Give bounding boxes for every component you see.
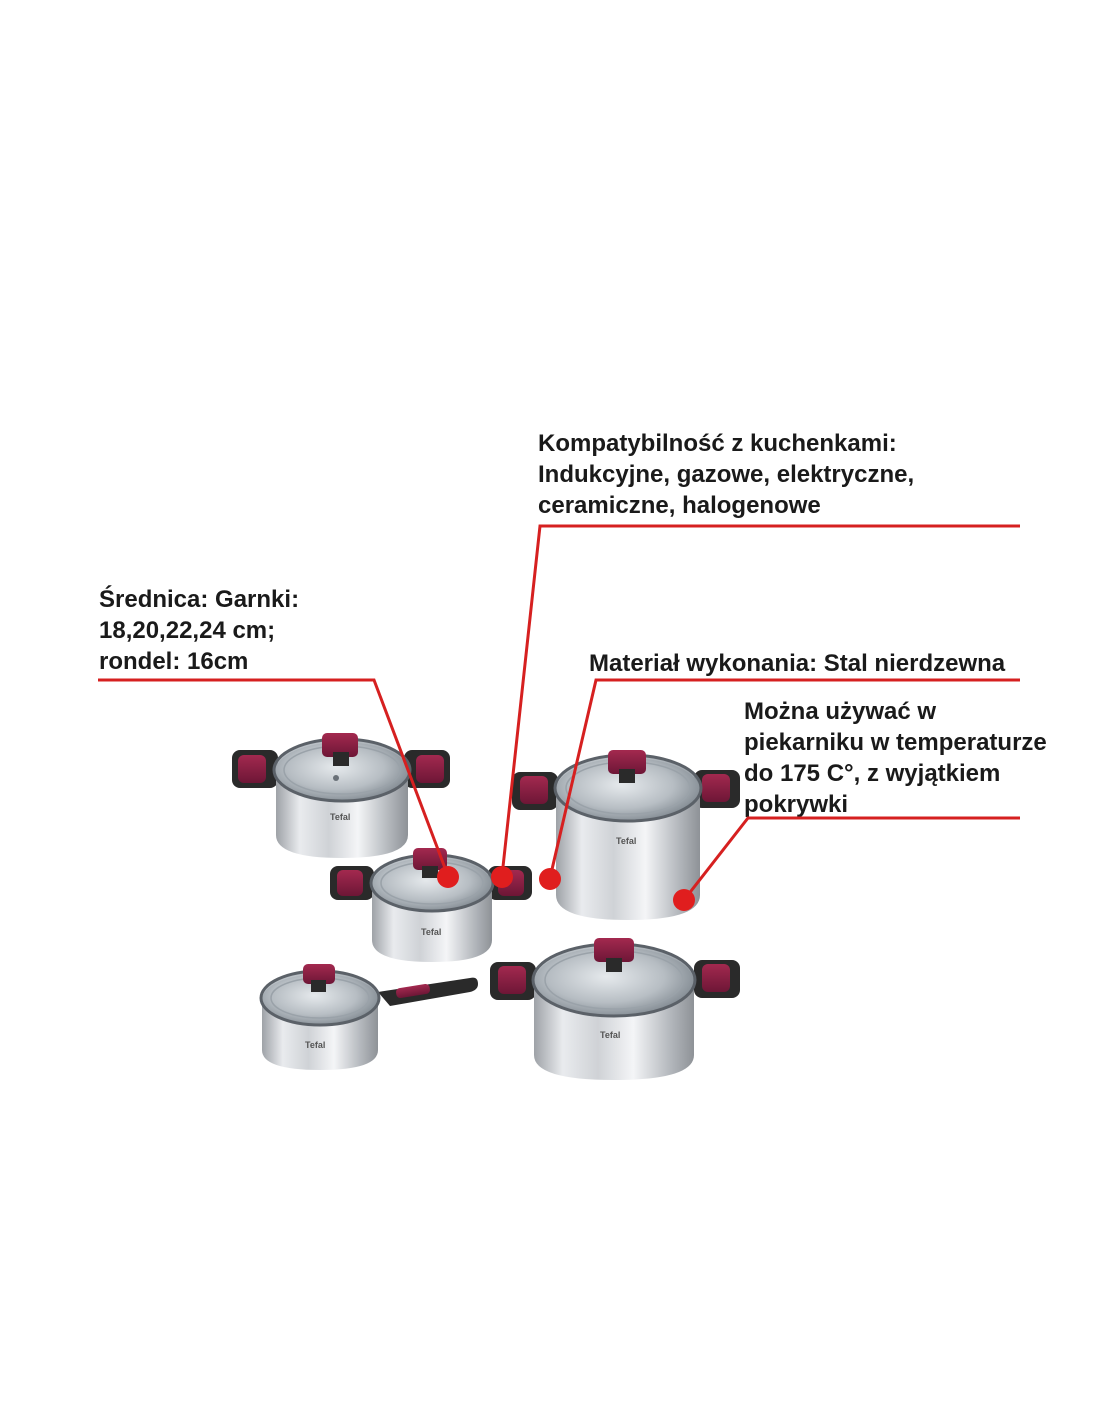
diameter-line-3: rondel: 16cm: [99, 648, 249, 675]
callout-lines: [98, 524, 1020, 901]
oven-line-4: pokrywki: [744, 791, 849, 818]
diameter-callout-line: [98, 678, 450, 877]
material-annotation: Materiał wykonania: Stal nierdzewna: [589, 648, 1005, 679]
pot-bottom-right: Tefal: [490, 938, 740, 1080]
compatibility-line-3: ceramiczne, halogenowe: [538, 492, 821, 519]
tefal-logo: Tefal: [600, 1030, 620, 1040]
oven-callout-dot: [673, 889, 695, 911]
oven-line-1: Można używać w: [744, 698, 937, 725]
callout-dots: [437, 866, 695, 911]
oven-annotation: Można używać w piekarniku w temperaturze…: [744, 696, 1047, 820]
compatibility-callout-line: [500, 524, 1020, 877]
tefal-logo: Tefal: [616, 836, 636, 846]
diameter-annotation: Średnica: Garnki: 18,20,22,24 cm; rondel…: [99, 584, 299, 677]
material-callout-dot: [539, 868, 561, 890]
compatibility-line-2: Indukcyjne, gazowe, elektryczne,: [538, 461, 915, 488]
oven-line-3: do 175 C°, z wyjątkiem: [744, 760, 1001, 787]
compatibility-line-1: Kompatybilność z kuchenkami:: [538, 430, 897, 457]
pot-top-left: Tefal: [232, 733, 450, 858]
diameter-line-1: Średnica: Garnki:: [99, 586, 300, 613]
diameter-callout-dot: [437, 866, 459, 888]
tefal-logo: Tefal: [421, 927, 441, 937]
diameter-line-2: 18,20,22,24 cm;: [99, 617, 276, 644]
pot-middle-small: Tefal: [330, 848, 532, 962]
tefal-logo: Tefal: [330, 812, 350, 822]
compatibility-annotation: Kompatybilność z kuchenkami: Indukcyjne,…: [538, 428, 914, 521]
compatibility-callout-dot: [491, 866, 513, 888]
pot-tall-right: Tefal: [512, 750, 740, 920]
material-line-1: Materiał wykonania: Stal nierdzewna: [589, 650, 1006, 677]
oven-line-2: piekarniku w temperaturze: [744, 729, 1047, 756]
tefal-logo: Tefal: [305, 1040, 325, 1050]
material-callout-line: [548, 678, 1020, 879]
oven-callout-line: [682, 816, 1020, 901]
saucepan-bottom-left: Tefal: [259, 964, 478, 1070]
